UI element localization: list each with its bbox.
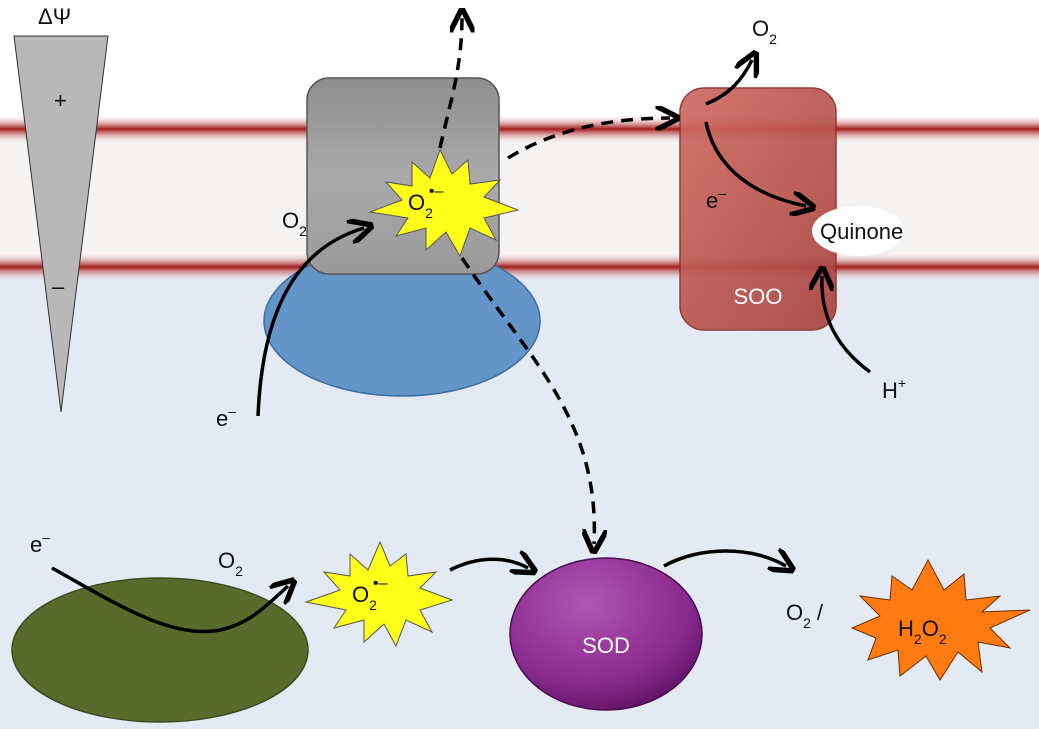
- sod-enzyme: [509, 557, 703, 711]
- arrow-soo-electron-to-quinone: [704, 121, 806, 206]
- superoxide-burst-membrane: [368, 148, 520, 258]
- dashed-arrow-superoxide-to-soo: [507, 118, 670, 160]
- arrow-electron-to-o2-cytoplasm: [51, 566, 288, 634]
- cytoplasmic-enzyme: [11, 577, 309, 723]
- potential-plus: +: [54, 88, 67, 113]
- dashed-arrow-superoxide-out: [438, 18, 462, 149]
- arrow-superoxide-to-sod: [449, 559, 528, 570]
- membrane-top-layer: [0, 114, 1039, 144]
- proton-label: H+: [882, 375, 906, 403]
- quinone-label: Quinone: [820, 219, 903, 244]
- quinone-pocket: [812, 206, 904, 256]
- o2-input-cytoplasm: O2: [218, 548, 243, 579]
- potential-symbol: ΔΨ: [38, 4, 71, 29]
- arrow-sod-to-products: [663, 551, 786, 566]
- sod-label: SOD: [582, 633, 630, 658]
- arrow-proton-to-quinone: [822, 276, 872, 374]
- superoxide-membrane-label: O2•–: [408, 183, 444, 221]
- superoxide-burst-cytoplasm: [304, 540, 454, 648]
- superoxide-cytoplasm-label: O2•–: [352, 575, 388, 613]
- membrane-bottom-layer: [0, 252, 1039, 282]
- soo-label: SOO: [734, 284, 783, 309]
- o2-input-membrane: O2: [282, 208, 307, 239]
- soo-enzyme: [679, 87, 837, 331]
- complex-membrane-domain: [306, 77, 500, 275]
- dashed-arrow-superoxide-to-sod: [460, 257, 594, 544]
- electron-input-cytoplasm: e–: [30, 529, 50, 557]
- o2-output-cytoplasm: O2/: [786, 600, 824, 631]
- electron-soo: e–: [706, 185, 726, 213]
- membrane-potential-wedge: [13, 35, 109, 413]
- o2-output-soo: O2: [752, 16, 777, 47]
- electron-input-complex: e–: [216, 403, 236, 431]
- potential-minus: –: [52, 274, 65, 299]
- h2o2-burst: [850, 558, 1031, 681]
- h2o2-label: H2O2: [898, 616, 947, 647]
- arrow-electron-to-superoxide: [256, 228, 364, 417]
- arrow-soo-to-o2: [705, 60, 752, 106]
